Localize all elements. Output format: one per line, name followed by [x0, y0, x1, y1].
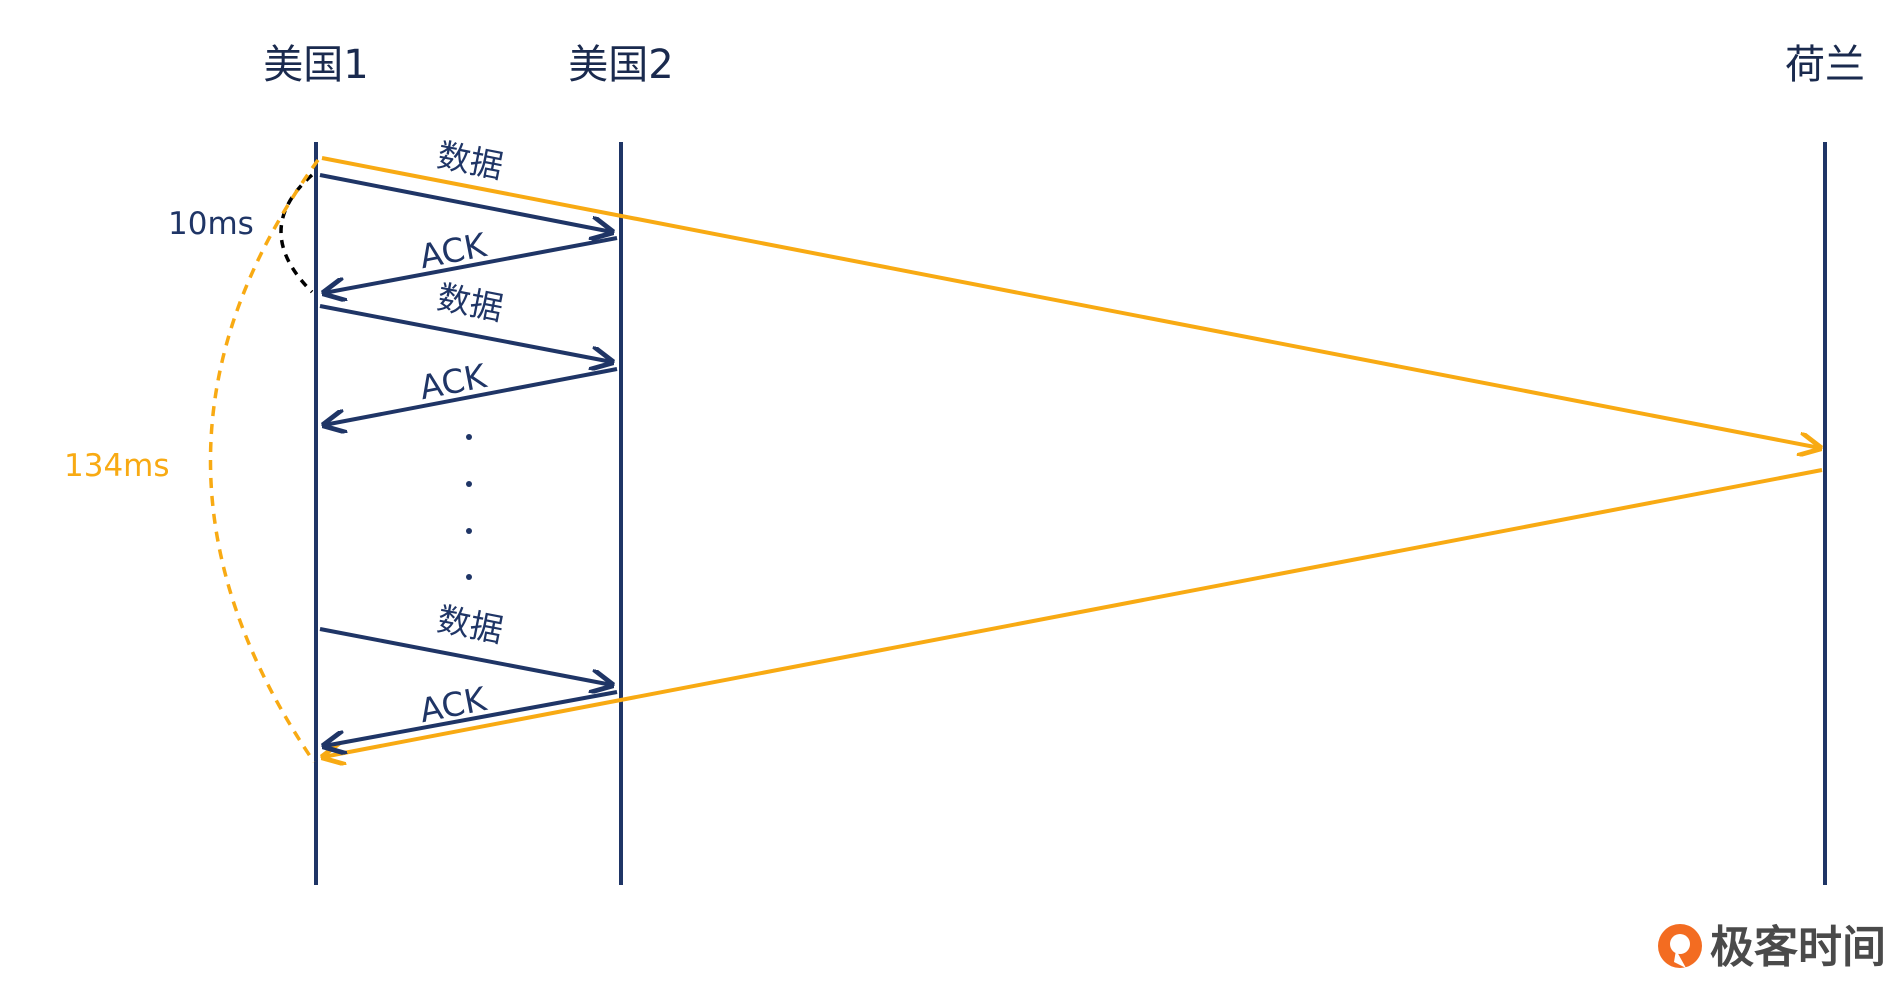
node-label-us2: 美国2	[568, 42, 673, 88]
orange-ack-arrow	[323, 468, 1823, 757]
data-arrow-3	[319, 627, 612, 685]
message-label-data-1: 数据	[434, 135, 506, 186]
short-rtt-label: 10ms	[168, 206, 254, 242]
long-rtt-bracket	[208, 158, 320, 763]
brand-name: 极客时间	[1710, 922, 1886, 973]
message-label-data-3: 数据	[434, 599, 506, 650]
ack-arrow-3	[324, 690, 618, 746]
message-label-data-2: 数据	[434, 277, 506, 328]
long-rtt-label: 134ms	[64, 448, 170, 484]
continuation-dots	[466, 434, 472, 580]
message-label-ack-3: ACK	[416, 679, 490, 730]
short-rtt-bracket	[279, 173, 314, 294]
ack-arrow-1	[324, 236, 618, 293]
node-label-us1: 美国1	[263, 42, 368, 88]
ack-arrow-2	[324, 367, 618, 425]
message-label-ack-2: ACK	[416, 356, 490, 407]
node-label-nl: 荷兰	[1785, 42, 1865, 88]
data-arrow-2	[319, 304, 612, 362]
orange-data-arrow	[321, 156, 1820, 448]
message-label-ack-1: ACK	[416, 225, 490, 276]
brand-logo: 极客时间	[1658, 922, 1886, 973]
data-arrow-1	[319, 173, 612, 232]
